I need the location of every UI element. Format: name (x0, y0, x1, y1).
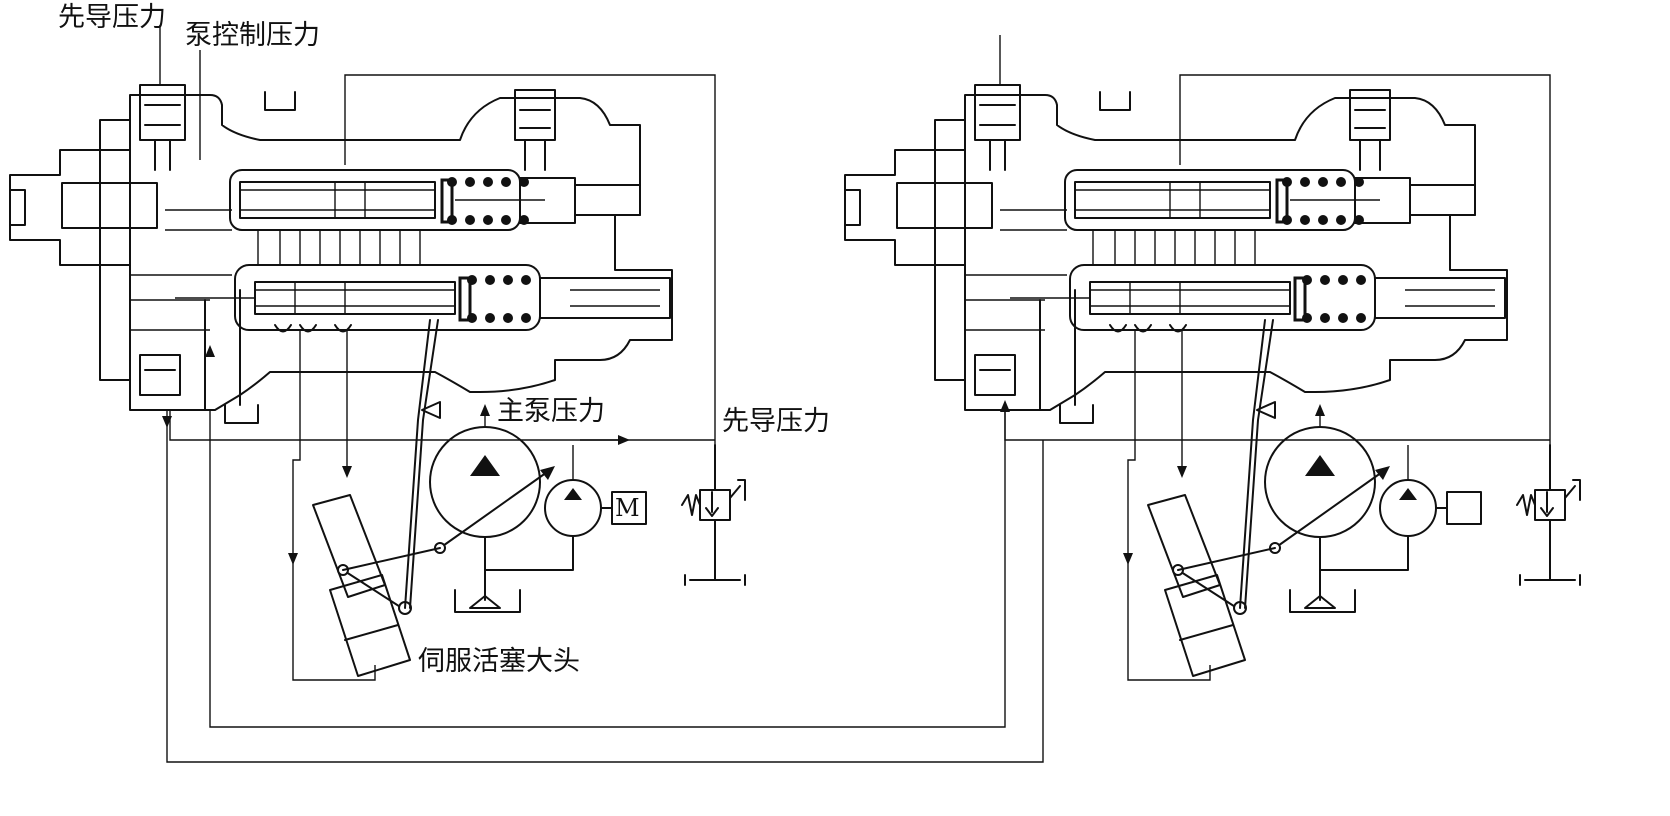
label-pilot-pressure-top: 先导压力 (58, 2, 166, 33)
cross-line-2 (166, 410, 1044, 763)
left-valve-unit (8, 73, 747, 682)
label-pump-control-pressure: 泵控制压力 (185, 20, 320, 51)
left-arrow-head (618, 435, 630, 445)
label-servo-piston-head: 伺服活塞大头 (418, 646, 580, 677)
cross-line-1 (209, 410, 1006, 728)
label-main-pump-pressure: 主泵压力 (497, 396, 605, 427)
label-pilot-pressure-right: 先导压力 (722, 406, 830, 437)
motor-label: M (615, 494, 640, 522)
right-valve-unit (843, 73, 1582, 682)
